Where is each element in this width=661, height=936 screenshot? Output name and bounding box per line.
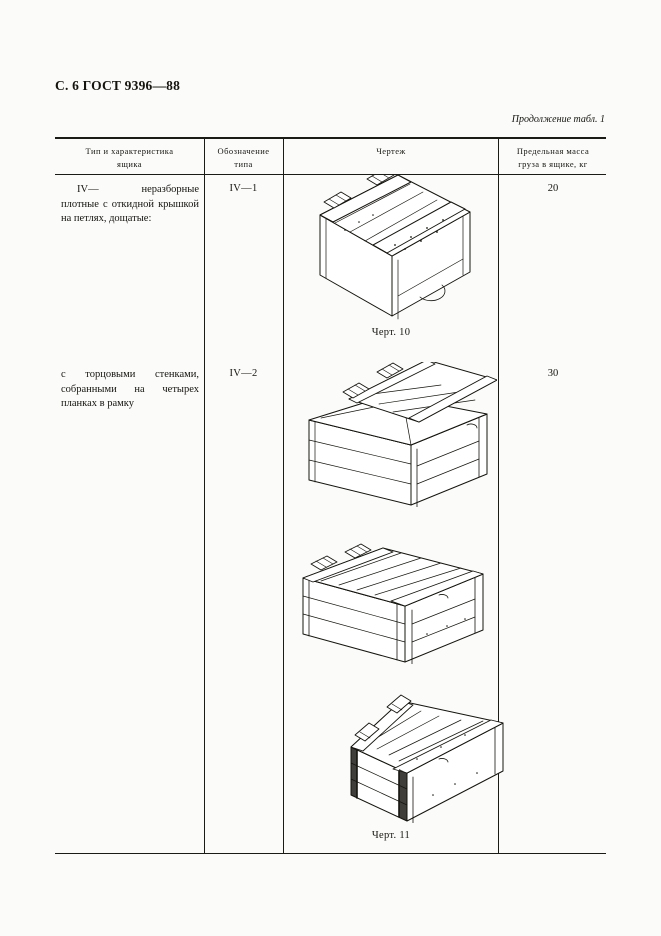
column-header-line-2: типа (234, 159, 253, 169)
table-continuation-note: Продолжение табл. 1 (511, 114, 605, 125)
column-header-max-load-mass: Предельная масса груза в ящике, кг (501, 145, 605, 171)
table-row-2-description: с торцовыми стенками, собранными на четы… (61, 369, 199, 410)
hinge-open-right (376, 362, 404, 379)
table-bottom-rule (55, 853, 606, 855)
body-rail-dots (344, 214, 374, 231)
lid-batten-rear-b (302, 547, 394, 583)
table-column-divider-3 (498, 137, 500, 853)
table-header-rule (55, 174, 606, 176)
figure-10-caption: Черт. 10 (371, 327, 411, 338)
table-row-2-type: IV—2 (229, 368, 258, 379)
figure-10-drawing (295, 175, 495, 323)
end-view-hinge-left (354, 722, 380, 742)
table-column-divider-2 (283, 137, 285, 853)
column-header-type-designation: Обозначение типа (206, 145, 281, 171)
hinge-open-left (342, 382, 370, 399)
column-header-line-1: Обозначение (217, 146, 270, 156)
column-header-line-2: ящика (116, 159, 143, 169)
page-header: С. 6 ГОСТ 9396—88 (55, 78, 181, 93)
table-column-divider-1 (204, 137, 206, 853)
hinge-right (366, 175, 395, 186)
lid-batten-front-b (390, 570, 484, 607)
column-header-type-and-characteristic: Тип и характеристика ящика (57, 145, 202, 171)
column-header-line-1: Тип и характеристика (85, 146, 174, 156)
specification-table: Тип и характеристика ящика Обозначение т… (55, 137, 606, 855)
column-header-line-1: Предельная масса (516, 146, 590, 156)
figure-11-closed-a-drawing (287, 522, 493, 664)
hinge-left (323, 191, 352, 209)
figure-11-closed-b-drawing (343, 685, 511, 823)
lid-batten-far (408, 375, 497, 423)
table-row-1-mass: 20 (547, 183, 559, 194)
lid-batten-near (348, 362, 436, 404)
table-top-rule (55, 137, 606, 140)
figure-11-caption: Черт. 11 (371, 830, 411, 841)
lid-batten-front (372, 201, 466, 254)
table-row-2-mass: 30 (547, 368, 559, 379)
end-view-corner-cleats (351, 747, 407, 821)
end-view-hinge-right (386, 694, 412, 714)
table-row-1-description: IV— неразборные плотные с откидной крышк… (61, 184, 199, 225)
column-header-line-1: Чертеж (376, 146, 406, 156)
hinge-b-left (310, 555, 338, 571)
column-header-line-2: груза в ящике, кг (518, 159, 588, 169)
hinge-b-right (344, 543, 372, 559)
table-row-1-type: IV—1 (229, 183, 258, 194)
lid-batten-rear (319, 175, 412, 223)
column-header-drawing: Чертеж (286, 145, 496, 158)
figure-11-open-drawing (291, 362, 497, 507)
